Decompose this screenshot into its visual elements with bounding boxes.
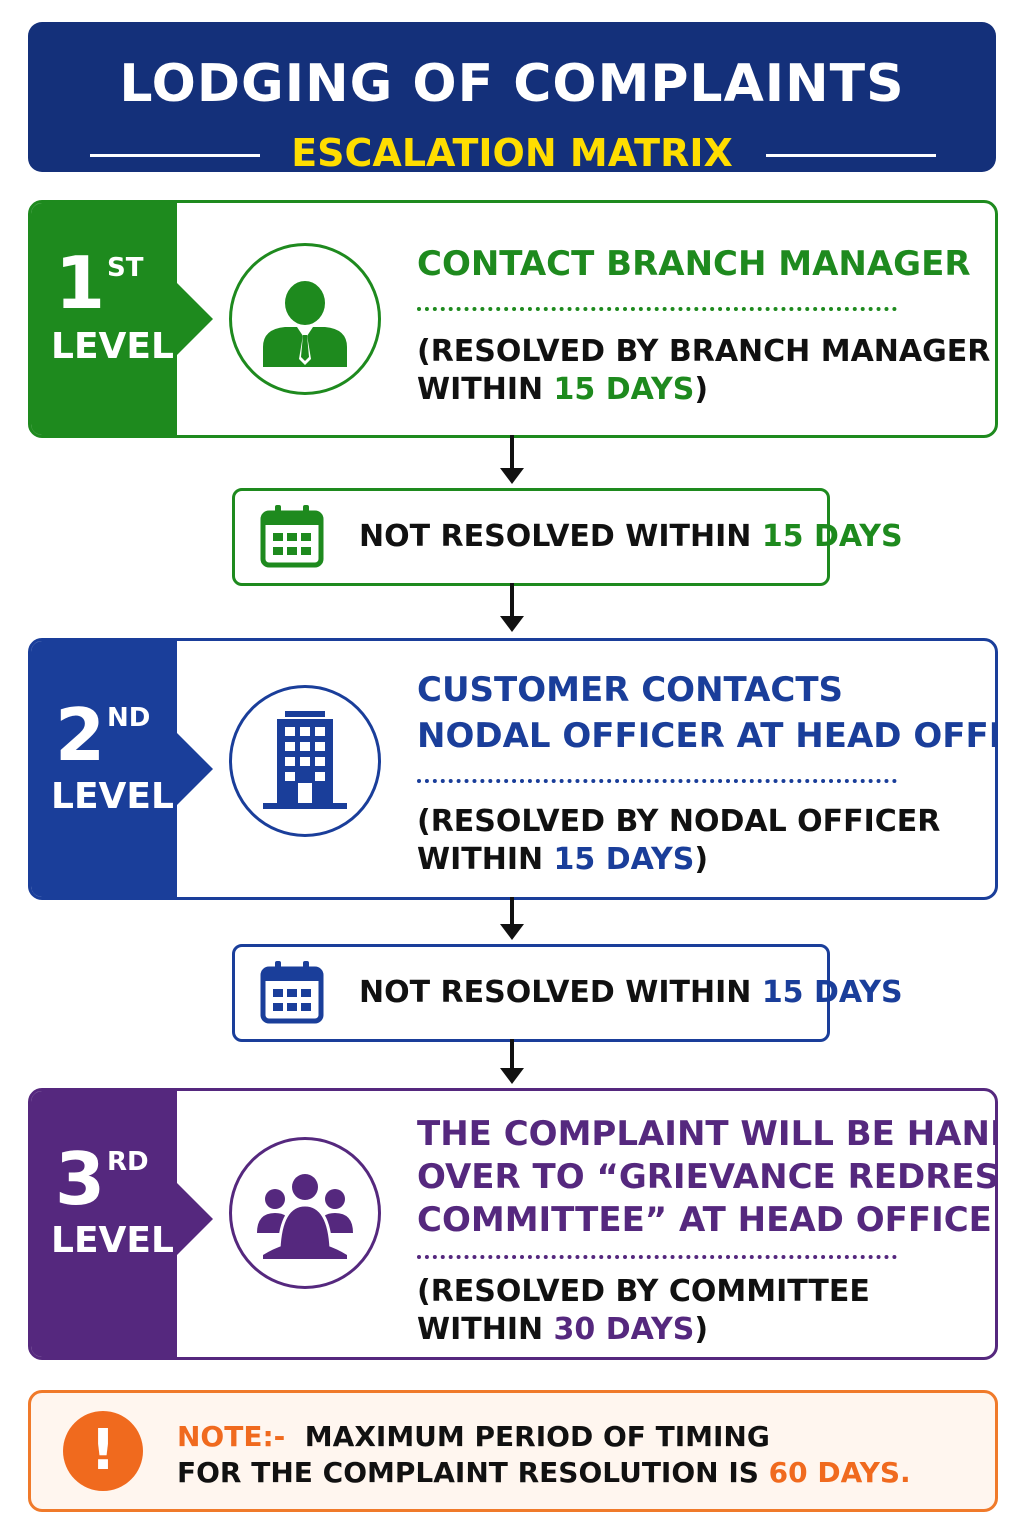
level-1-chevron bbox=[177, 283, 213, 355]
exclamation-icon: ! bbox=[63, 1411, 143, 1491]
level-1-badge: 1 ST LEVEL bbox=[31, 203, 177, 435]
level-1-divider bbox=[417, 307, 897, 311]
level-2-icon-circle bbox=[229, 685, 381, 837]
level-3-icon-circle bbox=[229, 1137, 381, 1289]
level-label: LEVEL bbox=[51, 326, 174, 367]
level-1-detail-line1: (RESOLVED BY BRANCH MANAGER bbox=[417, 334, 991, 369]
page-title: LODGING OF COMPLAINTS bbox=[119, 54, 905, 114]
calendar-icon bbox=[260, 961, 324, 1024]
arrow-shaft bbox=[510, 1039, 514, 1069]
title-rule-left bbox=[90, 154, 260, 157]
calendar-icon bbox=[260, 505, 324, 568]
person-icon bbox=[263, 281, 347, 367]
level-suffix: ST bbox=[107, 253, 144, 283]
level-label: LEVEL bbox=[51, 776, 174, 817]
arrow-down-icon bbox=[500, 468, 524, 484]
arrow-shaft bbox=[510, 435, 514, 469]
level-label: LEVEL bbox=[51, 1220, 174, 1261]
escalation-2-text: NOT RESOLVED WITHIN 15 DAYS bbox=[359, 975, 903, 1011]
arrow-down-icon bbox=[500, 616, 524, 632]
level-2-divider bbox=[417, 779, 897, 783]
detail-suffix: ) bbox=[694, 372, 709, 407]
level-3-divider bbox=[417, 1255, 897, 1259]
level-2-detail-line1: (RESOLVED BY NODAL OFFICER bbox=[417, 804, 941, 839]
detail-days: 15 DAYS bbox=[553, 372, 695, 407]
level-3-chevron bbox=[177, 1183, 213, 1255]
header-banner: LODGING OF COMPLAINTS ESCALATION MATRIX bbox=[28, 22, 996, 172]
building-icon bbox=[263, 711, 347, 809]
level-2-badge: 2 ND LEVEL bbox=[31, 641, 177, 897]
escalation-1-box: NOT RESOLVED WITHIN 15 DAYS bbox=[232, 488, 903, 586]
detail-suffix: ) bbox=[694, 1312, 709, 1347]
arrow-down-icon bbox=[500, 1068, 524, 1084]
detail-suffix: ) bbox=[694, 842, 709, 877]
level-2-detail-line2: WITHIN 15 DAYS) bbox=[417, 841, 708, 879]
level-2-chevron bbox=[177, 733, 213, 805]
arrow-shaft bbox=[510, 583, 514, 617]
level-number: 2 bbox=[55, 693, 106, 777]
level-2-heading-line2: NODAL OFFICER AT HEAD OFFICE bbox=[417, 716, 998, 756]
detail-prefix: WITHIN bbox=[417, 372, 554, 407]
level-3-heading-line2: OVER TO “GRIEVANCE REDRESSAL bbox=[417, 1157, 998, 1197]
level-3-detail-line1: (RESOLVED BY COMMITTEE bbox=[417, 1274, 870, 1309]
escalation-days: 15 DAYS bbox=[761, 519, 903, 554]
escalation-2-box: NOT RESOLVED WITHIN 15 DAYS bbox=[232, 944, 903, 1042]
level-1-detail-line2: WITHIN 15 DAYS) bbox=[417, 371, 708, 409]
level-3-heading-line1: THE COMPLAINT WILL BE HANDED bbox=[417, 1114, 995, 1154]
level-1-icon-circle bbox=[229, 243, 381, 395]
level-number: 3 bbox=[55, 1137, 106, 1221]
escalation-days: 15 DAYS bbox=[761, 975, 903, 1010]
level-2-heading-line1: CUSTOMER CONTACTS bbox=[417, 670, 844, 710]
level-2-card: 2 ND LEVEL CUSTOMER CONTACTS NODAL OFFIC… bbox=[28, 638, 998, 900]
level-number: 1 bbox=[55, 241, 106, 325]
escalation-prefix: NOT RESOLVED WITHIN bbox=[359, 519, 762, 554]
note-prefix: FOR THE COMPLAINT RESOLUTION IS bbox=[177, 1456, 769, 1489]
note-line1: NOTE:- MAXIMUM PERIOD OF TIMING bbox=[177, 1419, 770, 1455]
detail-prefix: WITHIN bbox=[417, 1312, 554, 1347]
note-days: 60 DAYS. bbox=[768, 1456, 911, 1489]
level-1-heading: CONTACT BRANCH MANAGER bbox=[417, 244, 971, 284]
arrow-shaft bbox=[510, 897, 514, 925]
level-3-badge: 3 RD LEVEL bbox=[31, 1091, 177, 1357]
escalation-prefix: NOT RESOLVED WITHIN bbox=[359, 975, 762, 1010]
note-line2: FOR THE COMPLAINT RESOLUTION IS 60 DAYS. bbox=[177, 1455, 911, 1491]
escalation-1-text: NOT RESOLVED WITHIN 15 DAYS bbox=[359, 519, 903, 555]
note-label: NOTE:- bbox=[177, 1420, 286, 1453]
detail-days: 30 DAYS bbox=[553, 1312, 695, 1347]
group-icon bbox=[257, 1174, 353, 1259]
level-suffix: RD bbox=[107, 1147, 149, 1177]
title-rule-right bbox=[766, 154, 936, 157]
level-3-detail-line2: WITHIN 30 DAYS) bbox=[417, 1311, 708, 1349]
note-text: MAXIMUM PERIOD OF TIMING bbox=[304, 1420, 770, 1453]
level-3-heading-line3: COMMITTEE” AT HEAD OFFICE bbox=[417, 1200, 992, 1240]
arrow-down-icon bbox=[500, 924, 524, 940]
level-suffix: ND bbox=[107, 703, 151, 733]
note-box: ! NOTE:- MAXIMUM PERIOD OF TIMING FOR TH… bbox=[28, 1390, 998, 1512]
level-1-card: 1 ST LEVEL CONTACT BRANCH MANAGER (RESOL… bbox=[28, 200, 998, 438]
page-subtitle: ESCALATION MATRIX bbox=[291, 131, 733, 175]
detail-prefix: WITHIN bbox=[417, 842, 554, 877]
detail-days: 15 DAYS bbox=[553, 842, 695, 877]
level-3-card: 3 RD LEVEL THE COMPLAINT WILL BE HANDED … bbox=[28, 1088, 998, 1360]
